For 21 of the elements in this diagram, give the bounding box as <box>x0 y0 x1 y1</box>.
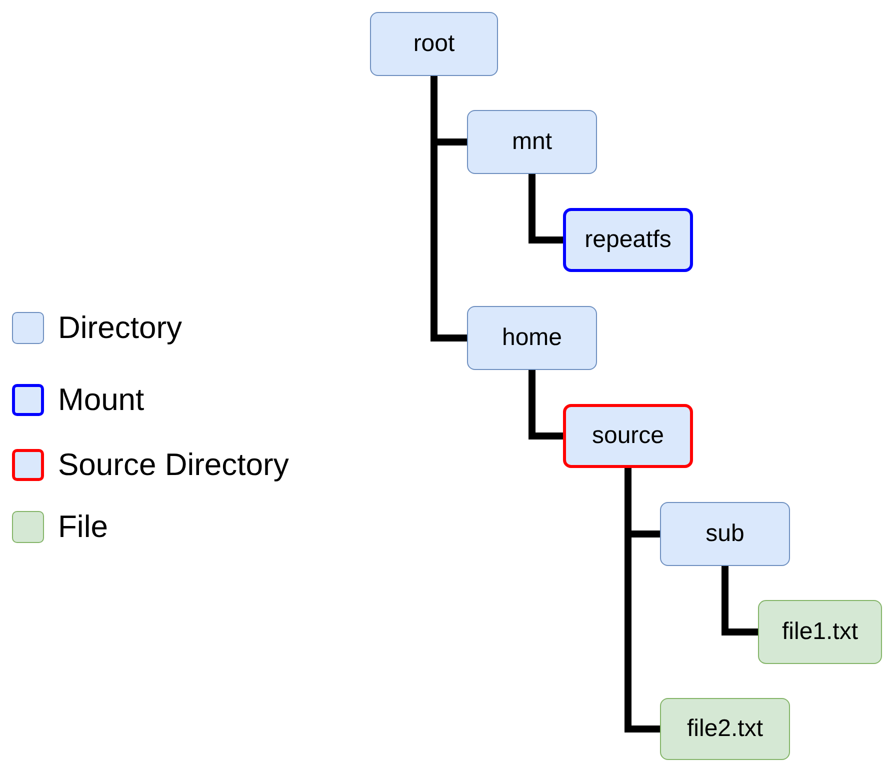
legend-label: Directory <box>58 310 182 346</box>
directory-box <box>467 306 597 370</box>
node-label: sub <box>706 520 744 548</box>
directory-box <box>660 502 790 566</box>
node-label: file2.txt <box>686 715 764 743</box>
node-label: file1.txt <box>782 618 858 646</box>
file-box <box>660 698 790 760</box>
legend-label: File <box>58 509 108 545</box>
node-label: mnt <box>512 128 552 156</box>
node-label: root <box>413 30 455 58</box>
connector-line <box>722 566 758 636</box>
node-label: home <box>502 324 562 352</box>
legend-label: Mount <box>58 382 144 418</box>
directory-box <box>563 208 693 272</box>
directory-box <box>370 12 498 76</box>
node-label: repeatfs <box>584 226 672 254</box>
directory-box <box>467 110 597 174</box>
legend-label: Source Directory <box>58 447 289 483</box>
node-label: source <box>592 422 664 450</box>
file-box <box>758 600 882 664</box>
directory-box <box>563 404 693 468</box>
